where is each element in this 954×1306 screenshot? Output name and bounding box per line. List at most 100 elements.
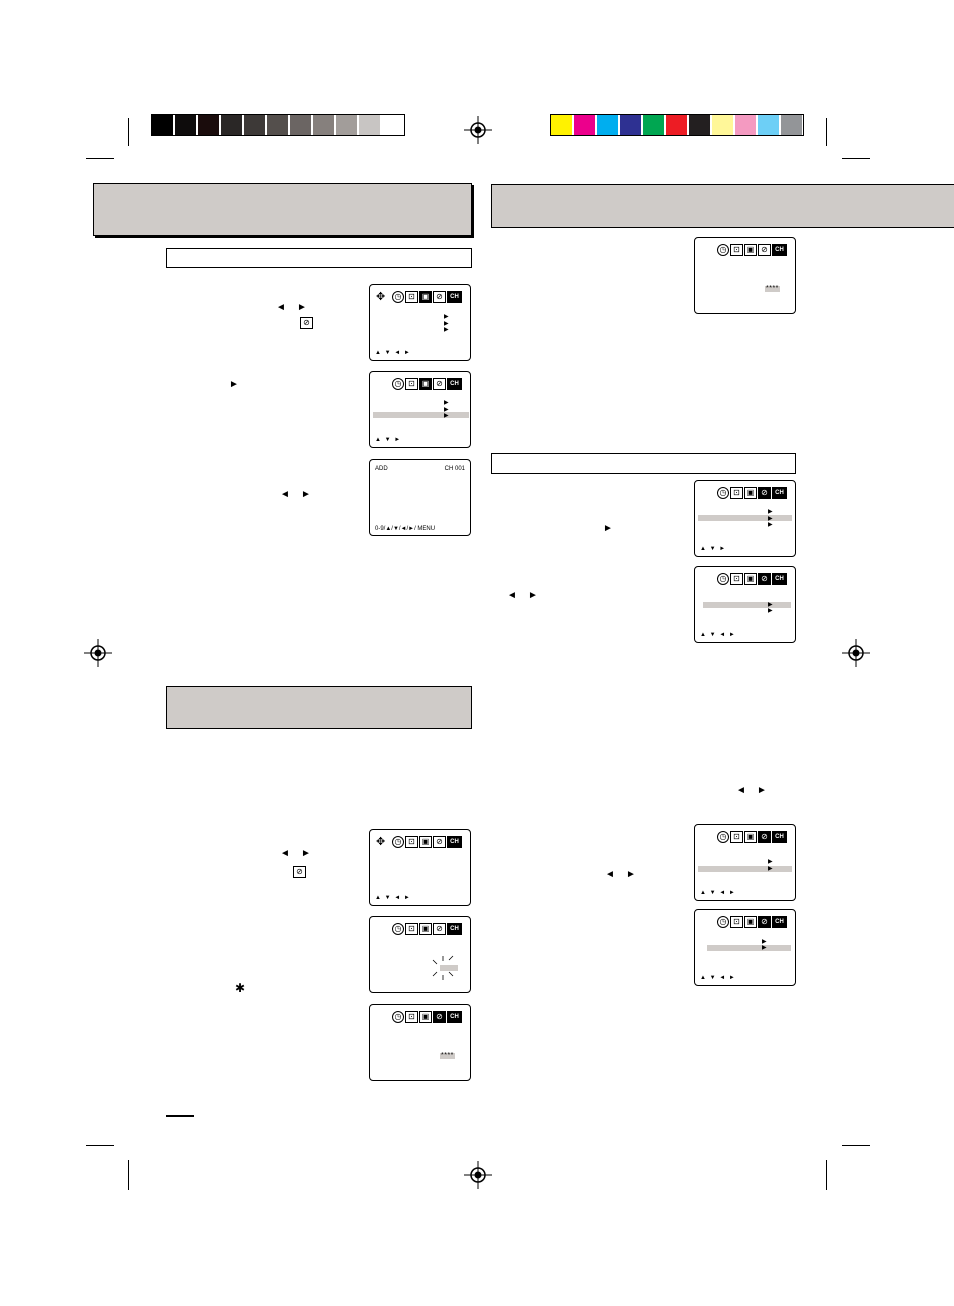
color-swatch bbox=[597, 115, 619, 136]
channel-setup-screen: ADD CH 001 0-9/▲/▼/◄/►/ MENU bbox=[369, 459, 471, 536]
clock-icon: ◷ bbox=[392, 291, 404, 303]
registration-mark-icon bbox=[842, 639, 870, 667]
color-swatch bbox=[712, 115, 734, 136]
menu-arrow-icon: ▶ bbox=[768, 866, 773, 872]
nav-hint: ▲ ▼ ► bbox=[375, 437, 402, 443]
password-confirm-screen: ◷ ⊡ ▣ ⊘ CH **** bbox=[369, 1004, 471, 1081]
picture-icon: ▣ bbox=[744, 244, 757, 256]
clock-icon: ◷ bbox=[717, 244, 729, 256]
section-header-lower-left bbox=[166, 686, 472, 729]
crop-mark bbox=[128, 118, 129, 146]
picture-icon: ▣ bbox=[744, 573, 757, 585]
lock-icon: ⊘ bbox=[433, 1011, 446, 1023]
four-way-arrows-icon: ✥ bbox=[376, 291, 386, 303]
password-mask: **** bbox=[765, 285, 780, 292]
color-swatch bbox=[620, 115, 642, 136]
four-way-arrows-icon: ✥ bbox=[376, 836, 386, 848]
left-right-arrows-icon: ◄ ► bbox=[276, 302, 307, 313]
channel-icon: CH bbox=[447, 923, 462, 935]
menu-highlight-bar bbox=[698, 515, 792, 521]
picture-icon: ▣ bbox=[419, 378, 432, 390]
menu-icon-row: ◷ ⊡ ▣ ⊘ CH bbox=[717, 916, 788, 929]
channel-icon: CH bbox=[772, 831, 787, 843]
color-swatch bbox=[735, 115, 757, 136]
menu-icon-row: ◷ ⊡ ▣ ⊘ CH bbox=[392, 923, 463, 936]
lock-icon: ⊘ bbox=[758, 573, 771, 585]
lock-icon: ⊘ bbox=[758, 916, 771, 928]
crop-mark bbox=[842, 1145, 870, 1146]
timer-icon: ⊡ bbox=[730, 244, 743, 256]
menu-icon-row: ◷ ⊡ ▣ ⊘ CH bbox=[717, 244, 788, 257]
color-swatch bbox=[781, 115, 803, 136]
color-swatch bbox=[290, 115, 312, 136]
menu-highlight-bar bbox=[698, 866, 792, 872]
menu-arrow-icon: ▶ bbox=[768, 602, 773, 608]
channel-icon: CH bbox=[447, 378, 462, 390]
color-swatch bbox=[313, 115, 335, 136]
color-swatch bbox=[382, 115, 404, 136]
menu-arrow-icon: ▶ bbox=[444, 327, 449, 333]
page-number-rule bbox=[166, 1115, 194, 1117]
lock-icon: ⊘ bbox=[293, 866, 306, 878]
timer-icon: ⊡ bbox=[405, 923, 418, 935]
timer-icon: ⊡ bbox=[405, 378, 418, 390]
menu-icon-row: ◷ ⊡ ▣ ⊘ CH bbox=[392, 1011, 463, 1024]
menu-highlight-bar bbox=[373, 412, 469, 418]
nav-hint: ▲ ▼ ◄ ► bbox=[700, 890, 736, 896]
timer-icon: ⊡ bbox=[405, 1011, 418, 1023]
menu-icon-row: ◷ ⊡ ▣ ⊘ CH bbox=[392, 836, 463, 849]
picture-icon: ▣ bbox=[419, 291, 432, 303]
menu-arrow-icon: ▶ bbox=[768, 522, 773, 528]
nav-hint: ▲ ▼ ◄ ► bbox=[375, 350, 411, 356]
nav-hint: ▲ ▼ ◄ ► bbox=[700, 632, 736, 638]
color-swatch bbox=[152, 115, 174, 136]
color-swatch bbox=[551, 115, 573, 136]
menu-screen-lock-highlight: ◷ ⊡ ▣ ⊘ CH ▶ ▶ ▶ ▲ ▼ ► bbox=[369, 371, 471, 448]
blinking-cursor-icon bbox=[432, 955, 458, 980]
menu-arrow-icon: ▶ bbox=[444, 413, 449, 419]
calibration-bar-outline bbox=[151, 114, 405, 136]
clock-icon: ◷ bbox=[392, 836, 404, 848]
registration-mark-icon bbox=[84, 639, 112, 667]
menu-screen-lock-select: ✥ ◷ ⊡ ▣ ⊘ CH ▶ ▶ ▶ ▲ ▼ ◄ ► bbox=[369, 284, 471, 361]
color-swatch bbox=[221, 115, 243, 136]
lock-icon: ⊘ bbox=[433, 923, 446, 935]
menu-arrow-icon: ▶ bbox=[762, 939, 767, 945]
timer-icon: ⊡ bbox=[730, 831, 743, 843]
lock-icon: ⊘ bbox=[758, 831, 771, 843]
menu-arrow-icon: ▶ bbox=[768, 859, 773, 865]
menu-screen-right-2: ◷ ⊡ ▣ ⊘ CH ▶ ▶ ▲ ▼ ◄ ► bbox=[694, 566, 796, 643]
color-swatch bbox=[336, 115, 358, 136]
section-header-right bbox=[491, 184, 954, 228]
channel-number-label: CH 001 bbox=[444, 466, 465, 472]
crop-mark bbox=[842, 158, 870, 159]
registration-mark-icon bbox=[464, 116, 492, 144]
channel-icon: CH bbox=[772, 487, 787, 499]
nav-hint: ▲ ▼ ► bbox=[700, 546, 727, 552]
clock-icon: ◷ bbox=[392, 923, 404, 935]
picture-icon: ▣ bbox=[419, 1011, 432, 1023]
clock-icon: ◷ bbox=[717, 831, 729, 843]
password-screen-right: ◷ ⊡ ▣ ⊘ CH **** bbox=[694, 237, 796, 314]
picture-icon: ▣ bbox=[744, 831, 757, 843]
right-arrow-icon: ► bbox=[603, 523, 613, 534]
password-mask: **** bbox=[440, 1052, 455, 1059]
menu-highlight-bar bbox=[703, 602, 791, 608]
left-right-arrows-icon: ◄ ► bbox=[605, 869, 636, 880]
left-right-arrows-icon: ◄ ► bbox=[280, 489, 311, 500]
menu-arrow-icon: ▶ bbox=[444, 400, 449, 406]
lock-icon: ⊘ bbox=[433, 291, 446, 303]
channel-icon: CH bbox=[447, 836, 462, 848]
lock-icon: ⊘ bbox=[758, 487, 771, 499]
crop-mark bbox=[86, 158, 114, 159]
clock-icon: ◷ bbox=[392, 378, 404, 390]
crop-mark bbox=[128, 1160, 129, 1190]
menu-icon-row: ◷ ⊡ ▣ ⊘ CH bbox=[717, 487, 788, 500]
subsection-title-box bbox=[166, 248, 472, 268]
clock-icon: ◷ bbox=[392, 1011, 404, 1023]
right-arrow-icon: ► bbox=[229, 379, 239, 390]
picture-icon: ▣ bbox=[419, 923, 432, 935]
channel-icon: CH bbox=[772, 573, 787, 585]
color-swatch bbox=[643, 115, 665, 136]
lock-icon: ⊘ bbox=[433, 378, 446, 390]
